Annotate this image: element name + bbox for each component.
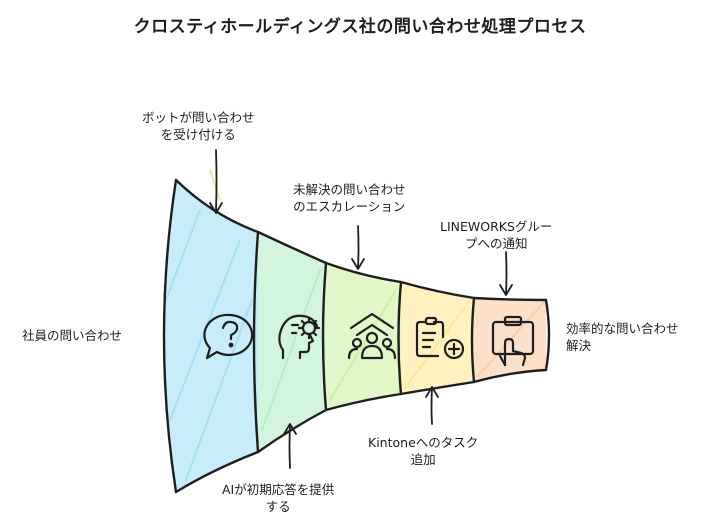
stage-fill-escalation: [326, 263, 401, 410]
stage-fill-kintone: [401, 282, 474, 394]
arrow-kintone: [425, 386, 439, 425]
label-kintone: Kintoneへのタスク 追加: [368, 435, 479, 467]
stage-fill-ai: [258, 232, 326, 452]
label-ai: AIが初期応答を提供 する: [222, 482, 335, 514]
arrow-lineworks: [499, 251, 513, 296]
label-bot: ボットが問い合わせ を受け付ける: [142, 110, 255, 142]
arrow-bot: [209, 149, 223, 214]
label-input: 社員の問い合わせ: [22, 328, 123, 343]
label-lineworks: LINEWORKSグルー プへの通知: [440, 219, 553, 251]
clipboard-add-icon: [415, 316, 465, 360]
team-escalation-icon: [347, 312, 397, 360]
stage-fill-chat: [164, 180, 258, 492]
clipboard-hand-icon: [491, 315, 535, 367]
label-escalation: 未解決の問い合わせ のエスカレーション: [293, 182, 406, 214]
page-title: クロスティホールディングス社の問い合わせ処理プロセス: [133, 17, 587, 37]
ai-head-gear-icon: [278, 314, 321, 360]
label-output: 効率的な問い合わせ 解決: [566, 321, 679, 353]
chat-bubble-question-icon: [203, 313, 254, 360]
arrow-ai: [283, 423, 297, 469]
arrows: [209, 149, 513, 469]
arrow-escalation: [351, 225, 365, 270]
funnel-outline: [162, 178, 551, 494]
